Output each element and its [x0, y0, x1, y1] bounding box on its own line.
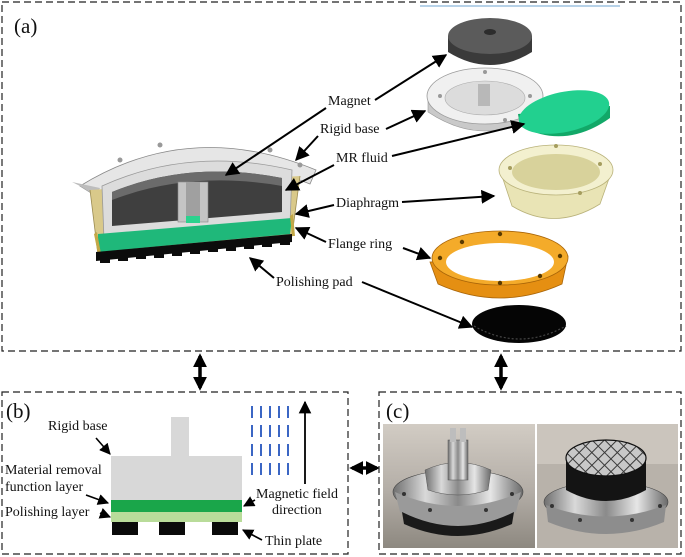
label-b-polishing-layer: Polishing layer [5, 505, 112, 520]
polishing-layer [111, 512, 242, 522]
thin-plate-teeth [112, 522, 238, 535]
label-polishing-pad: Polishing pad [248, 257, 474, 329]
label-magnet: Magnet [224, 54, 448, 176]
svg-text:Polishing layer: Polishing layer [5, 505, 90, 520]
svg-text:MR fluid: MR fluid [336, 151, 388, 166]
panel-a-label: (a) [14, 14, 37, 38]
svg-text:Polishing pad: Polishing pad [276, 275, 353, 290]
svg-text:Magnet: Magnet [328, 94, 371, 109]
exploded-flange-ring [429, 230, 569, 299]
label-mr-fluid: MR fluid [284, 120, 526, 191]
panel-b-label: (b) [6, 399, 31, 423]
exploded-mr-fluid [518, 90, 610, 137]
magnetic-field-lines [251, 406, 289, 475]
exploded-diaphragm [498, 144, 614, 219]
exploded-magnet [448, 18, 532, 65]
svg-text:Thin plate: Thin plate [265, 534, 322, 549]
polishing-pad-section [96, 234, 292, 263]
panel-c-border [378, 391, 682, 555]
exploded-polishing-pad [472, 305, 567, 343]
panel-a-border [1, 1, 682, 352]
panel-b-border [1, 391, 349, 555]
svg-text:Magnetic field: Magnetic field [256, 487, 338, 502]
svg-text:Material removal: Material removal [5, 463, 102, 478]
label-b-thin-plate: Thin plate [242, 529, 322, 549]
panel-c-label: (c) [386, 399, 409, 423]
svg-text:Diaphragm: Diaphragm [336, 196, 399, 211]
label-diaphragm: Diaphragm [294, 189, 496, 218]
label-flange-ring: Flange ring [294, 226, 432, 261]
schematic-rigid-base [111, 417, 242, 500]
assembly-cross-section [72, 142, 317, 263]
svg-text:Rigid base: Rigid base [320, 122, 380, 137]
label-b-magnetic-field: Magnetic field direction [243, 487, 338, 518]
mr-fluid-section [98, 218, 292, 252]
label-b-rigid-base: Rigid base [48, 419, 111, 455]
svg-text:Flange ring: Flange ring [328, 237, 392, 252]
photo-tool-front [383, 424, 535, 548]
svg-text:function layer: function layer [5, 480, 83, 495]
svg-text:direction: direction [272, 503, 322, 518]
svg-text:Rigid base: Rigid base [48, 419, 108, 434]
material-removal-layer [111, 500, 242, 512]
exploded-rigid-base [426, 67, 544, 132]
photo-tool-pad [537, 424, 678, 548]
label-b-material-removal: Material removal function layer [5, 463, 110, 505]
label-rigid-base: Rigid base [295, 109, 427, 162]
